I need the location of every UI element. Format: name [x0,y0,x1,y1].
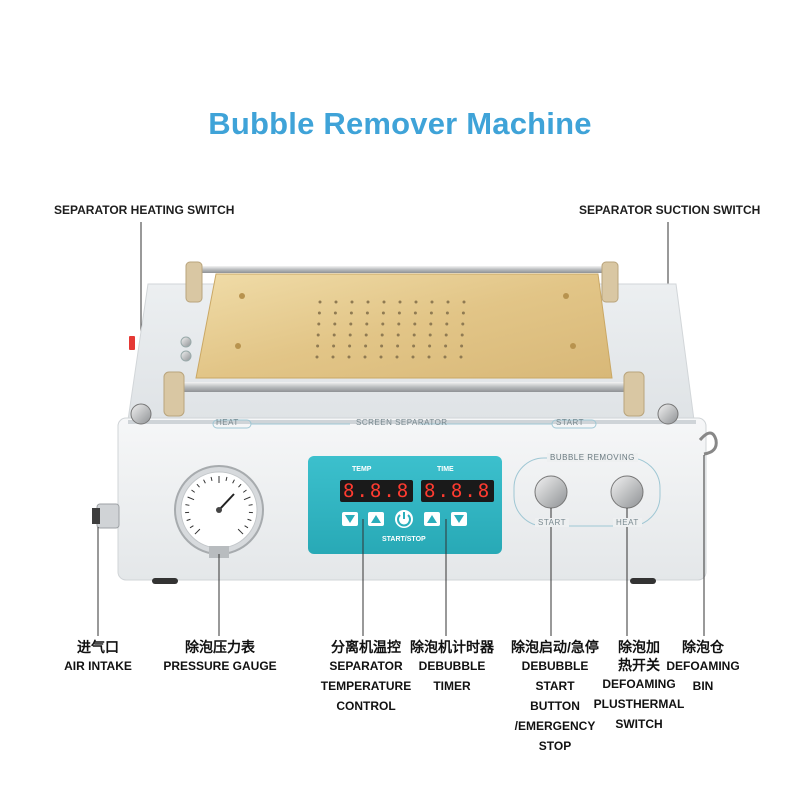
gold-heating-plate [196,274,612,378]
caption-air-intake: 进气口 AIR INTAKE [58,638,138,676]
start-strip-label: START [556,418,584,427]
caption-debubble-timer: 除泡机计时器 DEBUBBLE TIMER [404,638,500,696]
time-label: TIME [437,466,454,473]
temp-label: TEMP [352,466,371,473]
temp-display: 8.8.8 [340,480,413,502]
caption-pressure-gauge: 除泡压力表 PRESSURE GAUGE [158,638,282,676]
bubble-start-button-label: START [535,518,569,527]
power-switch-icon [129,336,135,350]
bubble-removing-label: BUBBLE REMOVING [547,453,638,462]
bubble-heat-button-label: HEAT [613,518,642,527]
caption-defoaming-bin: 除泡仓 DEFOAMING BIN [660,638,746,696]
time-display: 8.8.8 [421,480,494,502]
heat-strip-label: HEAT [216,418,239,427]
screen-separator-label: SCREEN SEPARATOR [356,418,448,427]
caption-separator-temperature-control: 分离机温控 SEPARATOR TEMPERATURE CONTROL [316,638,416,716]
start-stop-label: START/STOP [382,536,426,543]
